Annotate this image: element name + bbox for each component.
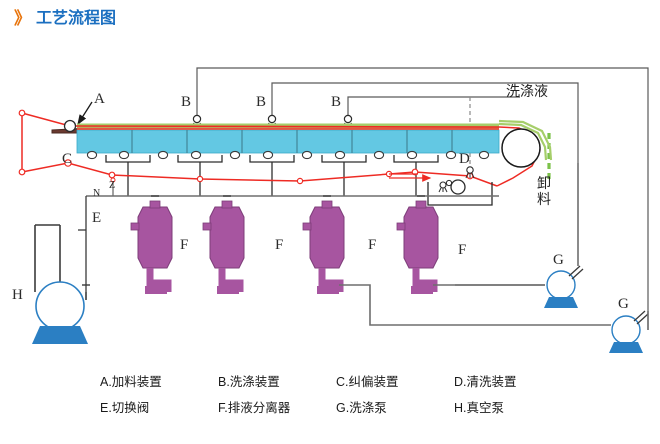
wash-liquid-header-piping	[196, 67, 649, 330]
label-b1: B	[181, 94, 192, 110]
legend-item-g: G.洗涤泵	[336, 401, 387, 415]
discharge-label: 卸料	[537, 175, 551, 207]
label-g1: G	[553, 252, 564, 268]
label-h: H	[12, 287, 23, 303]
label-e: E	[92, 210, 102, 226]
wash-pump-g2	[609, 310, 649, 353]
filter-belt-deck	[76, 123, 500, 154]
label-b2: B	[256, 94, 267, 110]
filter-cloth-rollers	[18, 109, 474, 185]
vacuum-pump-h	[32, 281, 88, 344]
label-f3: F	[368, 237, 377, 253]
label-valve-n: N	[93, 188, 101, 199]
legend-item-e: E.切换阀	[100, 401, 150, 415]
separator-f3	[302, 195, 345, 294]
pipe-valve-ticks	[56, 284, 90, 286]
feed-roller-a	[63, 119, 77, 133]
label-f4: F	[458, 242, 467, 258]
cleaning-device-d	[427, 166, 493, 206]
legend-item-b: B.洗涤装置	[218, 375, 280, 389]
feed-device-a-pointer	[77, 101, 93, 126]
label-g2: G	[618, 296, 629, 312]
legend-item-f: F.排液分离器	[218, 401, 291, 415]
discharge-head-roller	[501, 128, 541, 168]
legend-row: E.切换阀 F.排液分离器 G.洗涤泵 H.真空泵	[100, 397, 620, 416]
separator-f2	[202, 195, 245, 294]
vacuum-drop-legs	[127, 162, 417, 196]
cake-belt-wrap	[498, 119, 553, 161]
separator-f4	[396, 195, 439, 294]
wash-pump-g1	[544, 265, 584, 308]
filter-cloth-loop	[21, 112, 541, 187]
legend-item-d: D.清洗装置	[454, 375, 517, 389]
belt-support-rollers	[86, 150, 490, 160]
cloth-tension-arrow	[389, 173, 432, 182]
label-f2: F	[275, 237, 284, 253]
double-chevron-icon: 》	[14, 9, 31, 28]
label-f1: F	[180, 237, 189, 253]
legend-item-h: H.真空泵	[454, 401, 505, 415]
page-title-label: 工艺流程图	[36, 9, 117, 27]
legend: A.加料装置 B.洗涤装置 C.纠偏装置 D.清洗装置 E.切换阀 F.排液分离…	[100, 371, 620, 423]
label-b3: B	[331, 94, 342, 110]
page-title: 》 工艺流程图	[14, 10, 116, 27]
wash-liquid-label: 洗涤液	[506, 83, 548, 99]
legend-item-c: C.纠偏装置	[336, 375, 399, 389]
label-valve-z: Z	[109, 180, 116, 191]
separator-f1	[130, 195, 173, 294]
switch-valve-e	[78, 177, 116, 292]
legend-row: A.加料装置 B.洗涤装置 C.纠偏装置 D.清洗装置	[100, 371, 620, 390]
label-a: A	[94, 91, 105, 107]
label-d: D	[459, 151, 470, 167]
legend-item-a: A.加料装置	[100, 375, 162, 389]
label-c: C	[62, 151, 73, 167]
